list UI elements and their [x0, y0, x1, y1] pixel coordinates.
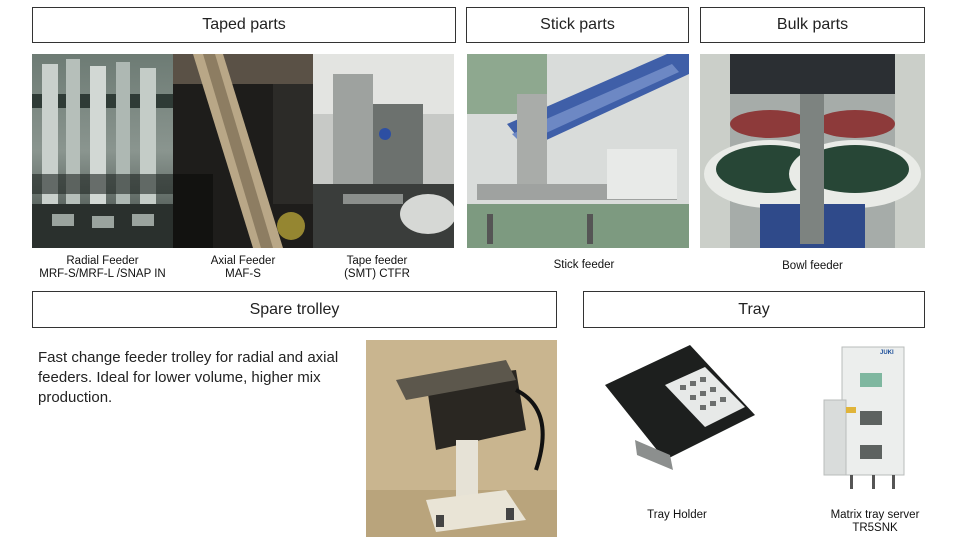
- radial-feeder-name: Radial Feeder: [66, 255, 139, 267]
- tray-header: Tray: [583, 291, 925, 328]
- bulk-parts-title: Bulk parts: [776, 16, 849, 33]
- taped-parts-header: Taped parts: [32, 7, 456, 43]
- matrix-tray-server-model: TR5SNK: [852, 522, 898, 534]
- bowl-feeder-photo: [700, 54, 925, 248]
- matrix-tray-server-photo: JUKI: [820, 345, 912, 495]
- tape-feeder-name: Tape feeder: [346, 255, 408, 267]
- stick-parts-title: Stick parts: [540, 16, 615, 33]
- tray-holder-name: Tray Holder: [647, 509, 707, 521]
- axial-feeder-caption: Axial Feeder MAF-S: [173, 255, 313, 281]
- spare-trolley-title: Spare trolley: [249, 300, 340, 318]
- radial-feeder-caption: Radial Feeder MRF-S/MRF-L /SNAP IN: [30, 255, 175, 281]
- stick-feeder-photo: [467, 54, 689, 248]
- radial-feeder-models: MRF-S/MRF-L /SNAP IN: [39, 268, 166, 280]
- axial-feeder-name: Axial Feeder: [210, 255, 276, 267]
- spare-trolley-header: Spare trolley: [32, 291, 557, 328]
- matrix-tray-server-name: Matrix tray server: [830, 509, 920, 521]
- tray-holder-caption: Tray Holder: [617, 509, 737, 522]
- tape-feeder-model: (SMT) CTFR: [344, 268, 410, 280]
- stick-feeder-caption: Stick feeder: [467, 259, 701, 272]
- tray-holder-photo: [595, 345, 760, 480]
- bowl-feeder-caption: Bowl feeder: [700, 260, 925, 273]
- tray-title: Tray: [738, 300, 770, 318]
- juki-logo: JUKI: [880, 350, 894, 356]
- stick-parts-header: Stick parts: [466, 7, 689, 43]
- taped-parts-title: Taped parts: [202, 16, 286, 33]
- axial-feeder-model: MAF-S: [225, 268, 261, 280]
- tape-feeder-caption: Tape feeder (SMT) CTFR: [307, 255, 447, 281]
- axial-feeder-photo: [173, 54, 313, 248]
- radial-feeder-photo: [32, 54, 173, 248]
- bulk-parts-header: Bulk parts: [700, 7, 925, 43]
- matrix-tray-server-caption: Matrix tray server TR5SNK: [805, 509, 945, 535]
- spare-trolley-photo: [366, 340, 557, 537]
- stick-feeder-name: Stick feeder: [553, 259, 615, 271]
- spare-trolley-description: Fast change feeder trolley for radial an…: [38, 349, 339, 406]
- tape-feeder-photo: [313, 54, 454, 248]
- bowl-feeder-name: Bowl feeder: [782, 260, 843, 272]
